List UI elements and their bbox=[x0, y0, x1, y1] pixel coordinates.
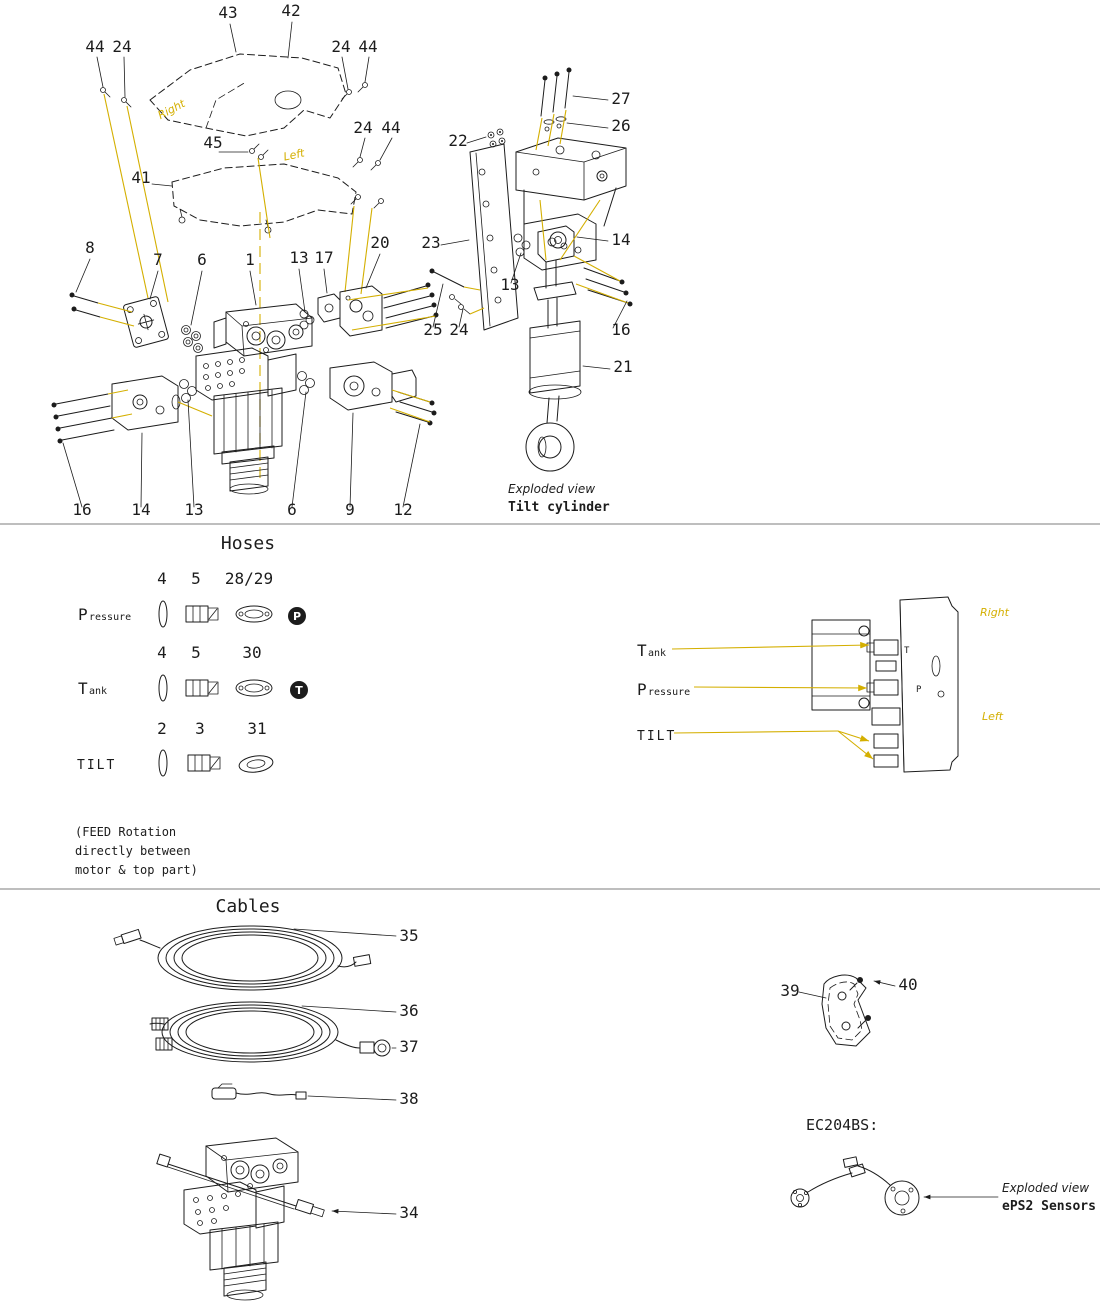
callout-14: 14 bbox=[131, 500, 150, 519]
callout-16: 16 bbox=[611, 320, 630, 339]
hose-item-number: 4 bbox=[157, 643, 167, 662]
feed-note-line: directly between bbox=[75, 844, 191, 858]
pressure-row-icons bbox=[158, 600, 273, 628]
pressure-row-label: P bbox=[78, 605, 88, 624]
diagram-pressure-label: P bbox=[637, 680, 647, 699]
hose-item-number: 28/29 bbox=[225, 569, 273, 588]
callout-34: 34 bbox=[399, 1203, 418, 1222]
tilt-cylinder-exploded-graphic bbox=[429, 67, 633, 472]
tank-badge-circle bbox=[290, 681, 308, 699]
hose-item-number: 4 bbox=[157, 569, 167, 588]
callout-21: 21 bbox=[613, 357, 632, 376]
diagram-tank-label: T bbox=[637, 641, 647, 660]
callout-42: 42 bbox=[281, 1, 300, 20]
callout-16: 16 bbox=[72, 500, 91, 519]
feed-note-line: (FEED Rotation bbox=[75, 825, 176, 839]
hose-connection-diagram-graphic bbox=[671, 596, 959, 773]
callout-40: 40 bbox=[898, 975, 917, 994]
callout-24: 24 bbox=[331, 37, 350, 56]
callout-35: 35 bbox=[399, 926, 418, 945]
tilt-row-label: TILT bbox=[77, 758, 116, 773]
cover-plates-graphic bbox=[100, 53, 384, 234]
callout-22: 22 bbox=[448, 131, 467, 150]
cable-36-37-graphic bbox=[149, 1001, 391, 1063]
port-t-label: T bbox=[904, 646, 910, 656]
callout-13: 13 bbox=[289, 248, 308, 267]
callout-13: 13 bbox=[184, 500, 203, 519]
diagram-pressure-label-sub: ressure bbox=[648, 687, 690, 698]
callout-24: 24 bbox=[112, 37, 131, 56]
callout-25: 25 bbox=[423, 320, 442, 339]
pressure-row-label-sub: ressure bbox=[89, 612, 131, 623]
callout-44: 44 bbox=[358, 37, 377, 56]
leader-lines-top bbox=[62, 21, 628, 508]
pressure-badge-letter: P bbox=[293, 610, 301, 623]
diagram-tilt-label: TILT bbox=[637, 729, 676, 744]
top-callout-labels: 43 42 44 24 24 44 45 24 44 41 8 7 6 1 13 17 20 22 27 26 23 14… bbox=[72, 1, 632, 519]
callout-45: 45 bbox=[203, 133, 222, 152]
callout-14: 14 bbox=[611, 230, 630, 249]
callout-8: 8 bbox=[85, 238, 95, 257]
callout-24: 24 bbox=[353, 118, 372, 137]
port-p-label: P bbox=[916, 685, 922, 695]
right-orientation-label: Right bbox=[156, 97, 188, 122]
tilt-row-icons bbox=[158, 749, 274, 777]
callout-27: 27 bbox=[611, 89, 630, 108]
eps2-sensors-graphic bbox=[790, 1156, 999, 1216]
tank-badge-letter: T bbox=[295, 684, 303, 697]
callout-1: 1 bbox=[245, 250, 255, 269]
tank-row-label: T bbox=[78, 679, 88, 698]
callout-17: 17 bbox=[314, 248, 333, 267]
diagram-right-label: Right bbox=[980, 606, 1010, 619]
callout-6: 6 bbox=[287, 500, 297, 519]
cables-section-title: Cables bbox=[215, 896, 280, 917]
callout-9: 9 bbox=[345, 500, 355, 519]
callout-26: 26 bbox=[611, 116, 630, 135]
tilt-cylinder-caption-bold: Tilt cylinder bbox=[508, 500, 610, 515]
leader-lines-cables bbox=[293, 928, 896, 1215]
eps2-caption-italic: Exploded view bbox=[1002, 1181, 1089, 1195]
hoses-section-title: Hoses bbox=[221, 533, 275, 554]
callout-43: 43 bbox=[218, 3, 237, 22]
hose-item-number: 2 bbox=[157, 719, 167, 738]
tilt-cylinder-caption-italic: Exploded view bbox=[508, 482, 595, 496]
callout-24: 24 bbox=[449, 320, 468, 339]
left-orientation-label: Left bbox=[282, 146, 306, 163]
callout-36: 36 bbox=[399, 1001, 418, 1020]
ec204bs-label: EC204BS: bbox=[806, 1116, 878, 1134]
callout-41: 41 bbox=[131, 168, 150, 187]
callout-7: 7 bbox=[153, 250, 163, 269]
tank-row-label-sub: ank bbox=[89, 686, 107, 697]
cable-38-graphic bbox=[211, 1083, 307, 1100]
rotator-with-cable-34-graphic bbox=[156, 1137, 325, 1301]
hose-item-number: 3 bbox=[195, 719, 205, 738]
hose-item-number: 5 bbox=[191, 569, 201, 588]
cables-callout-labels: 35 36 37 38 34 39 40 bbox=[399, 926, 917, 1222]
callout-44: 44 bbox=[381, 118, 400, 137]
callout-12: 12 bbox=[393, 500, 412, 519]
diagram-tank-label-sub: ank bbox=[648, 648, 666, 659]
hose-item-number: 31 bbox=[247, 719, 266, 738]
callout-6: 6 bbox=[197, 250, 207, 269]
hose-item-number: 30 bbox=[242, 643, 261, 662]
callout-23: 23 bbox=[421, 233, 440, 252]
pressure-badge-circle bbox=[288, 607, 306, 625]
callout-38: 38 bbox=[399, 1089, 418, 1108]
eps2-caption-bold: ePS2 Sensors bbox=[1002, 1199, 1096, 1214]
hose-item-number: 5 bbox=[191, 643, 201, 662]
tank-row-icons bbox=[158, 674, 273, 702]
callout-44: 44 bbox=[85, 37, 104, 56]
rotator-exploded-graphic bbox=[51, 282, 439, 495]
callout-20: 20 bbox=[370, 233, 389, 252]
feed-note-line: motor & top part) bbox=[75, 863, 198, 877]
callout-13: 13 bbox=[500, 275, 519, 294]
callout-39: 39 bbox=[780, 981, 799, 1000]
sensor-bracket-39-40-graphic bbox=[821, 974, 871, 1047]
diagram-left-label: Left bbox=[982, 710, 1004, 723]
callout-37: 37 bbox=[399, 1037, 418, 1056]
cable-35-graphic bbox=[113, 925, 372, 991]
